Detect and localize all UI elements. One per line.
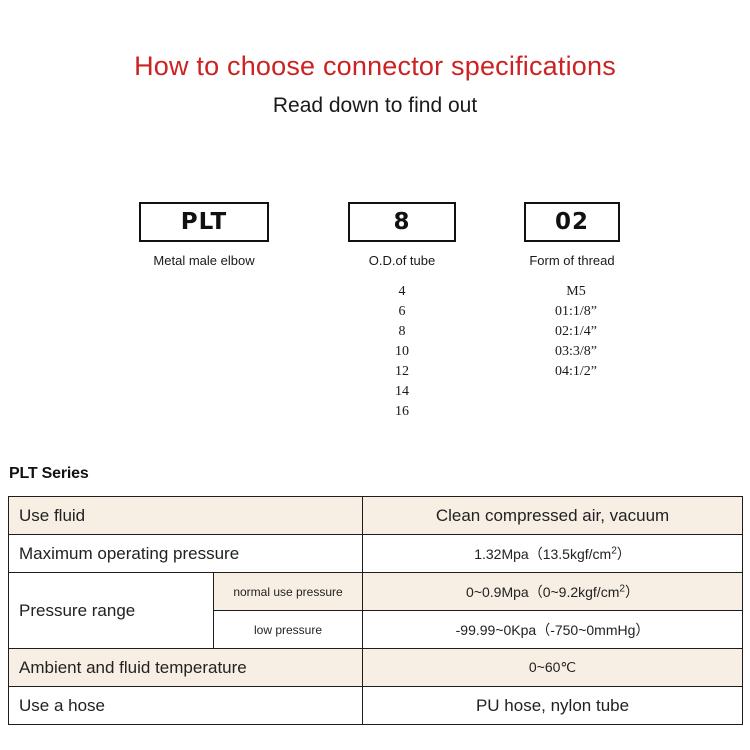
spec-value-low-pressure: -99.99~0Kpa（-750~0mmHg） [362, 610, 744, 649]
specification-table-wrap: Use fluid Clean compressed air, vacuum M… [7, 496, 744, 725]
option-item: 04:1/2” [555, 364, 597, 380]
code-box-series: PLT [139, 202, 269, 242]
code-caption-series: Metal male elbow [153, 253, 255, 268]
spec-value-use-fluid: Clean compressed air, vacuum [362, 496, 744, 535]
code-value-series: PLT [180, 208, 228, 235]
option-item: 12 [395, 364, 409, 380]
option-item: 16 [395, 404, 409, 420]
spec-label-temperature: Ambient and fluid temperature [7, 648, 364, 687]
spec-label-max-pressure: Maximum operating pressure [7, 534, 364, 573]
decoder-column-tube: 8 O.D.of tube 4 6 8 10 12 14 16 [348, 202, 456, 422]
code-box-tube: 8 [348, 202, 456, 242]
page-title: How to choose connector specifications [134, 51, 616, 81]
spec-value-use-a-hose: PU hose, nylon tube [362, 686, 744, 725]
spec-value-text: 1.32Mpa（13.5kgf/cm [474, 545, 612, 562]
option-item: 14 [395, 384, 409, 400]
specification-table: Use fluid Clean compressed air, vacuum M… [7, 496, 744, 725]
option-item: 4 [398, 284, 406, 300]
table-row: Use fluid Clean compressed air, vacuum [7, 496, 744, 535]
option-item: M5 [566, 284, 586, 300]
series-label: PLT Series [9, 465, 89, 482]
decoder-column-series: PLT Metal male elbow [139, 202, 269, 268]
page-subtitle: Read down to find out [272, 93, 478, 117]
option-item: 6 [398, 304, 406, 320]
spec-value-normal-use-pressure: 0~0.9Mpa（0~9.2kgf/cm2） [362, 572, 744, 611]
spec-value-superscript: 2 [611, 544, 617, 556]
page-header: How to choose connector specifications R… [0, 51, 750, 117]
table-row: Maximum operating pressure 1.32Mpa（13.5k… [7, 534, 744, 573]
spec-value-temperature: 0~60℃ [362, 648, 744, 687]
spec-sublabel-normal-use-pressure: normal use pressure [212, 572, 364, 611]
decoder-column-thread: 02 Form of thread M5 01:1/8” 02:1/4” 03:… [524, 202, 620, 382]
option-item: 02:1/4” [555, 324, 597, 340]
spec-label-pressure-range: Pressure range [8, 572, 214, 649]
option-list-tube: 4 6 8 10 12 14 16 [348, 268, 456, 422]
table-row: Pressure range normal use pressure 0~0.9… [8, 572, 744, 649]
spec-value-tail: ） [616, 545, 631, 562]
spec-value-superscript: 2 [619, 582, 625, 594]
spec-value-tail: ） [624, 583, 639, 600]
spec-label-use-a-hose: Use a hose [7, 686, 364, 725]
spec-label-use-fluid: Use fluid [7, 496, 364, 535]
code-value-thread: 02 [554, 208, 589, 235]
code-caption-tube: O.D.of tube [368, 253, 436, 268]
code-caption-thread: Form of thread [529, 253, 615, 268]
option-item: 8 [398, 324, 406, 340]
spec-value-text: 0~0.9Mpa（0~9.2kgf/cm [466, 583, 620, 600]
code-box-thread: 02 [524, 202, 620, 242]
table-row: Ambient and fluid temperature 0~60℃ [7, 648, 744, 687]
spec-sublabel-low-pressure: low pressure [212, 610, 364, 649]
option-item: 03:3/8” [555, 344, 597, 360]
option-list-thread: M5 01:1/8” 02:1/4” 03:3/8” 04:1/2” [528, 268, 624, 382]
option-item: 10 [395, 344, 409, 360]
spec-value-max-pressure: 1.32Mpa（13.5kgf/cm2） [362, 534, 744, 573]
option-item: 01:1/8” [555, 304, 597, 320]
part-number-decoder: PLT Metal male elbow 8 O.D.of tube 4 6 8… [0, 202, 750, 452]
table-row: Use a hose PU hose, nylon tube [7, 686, 744, 725]
code-value-tube: 8 [393, 208, 411, 235]
